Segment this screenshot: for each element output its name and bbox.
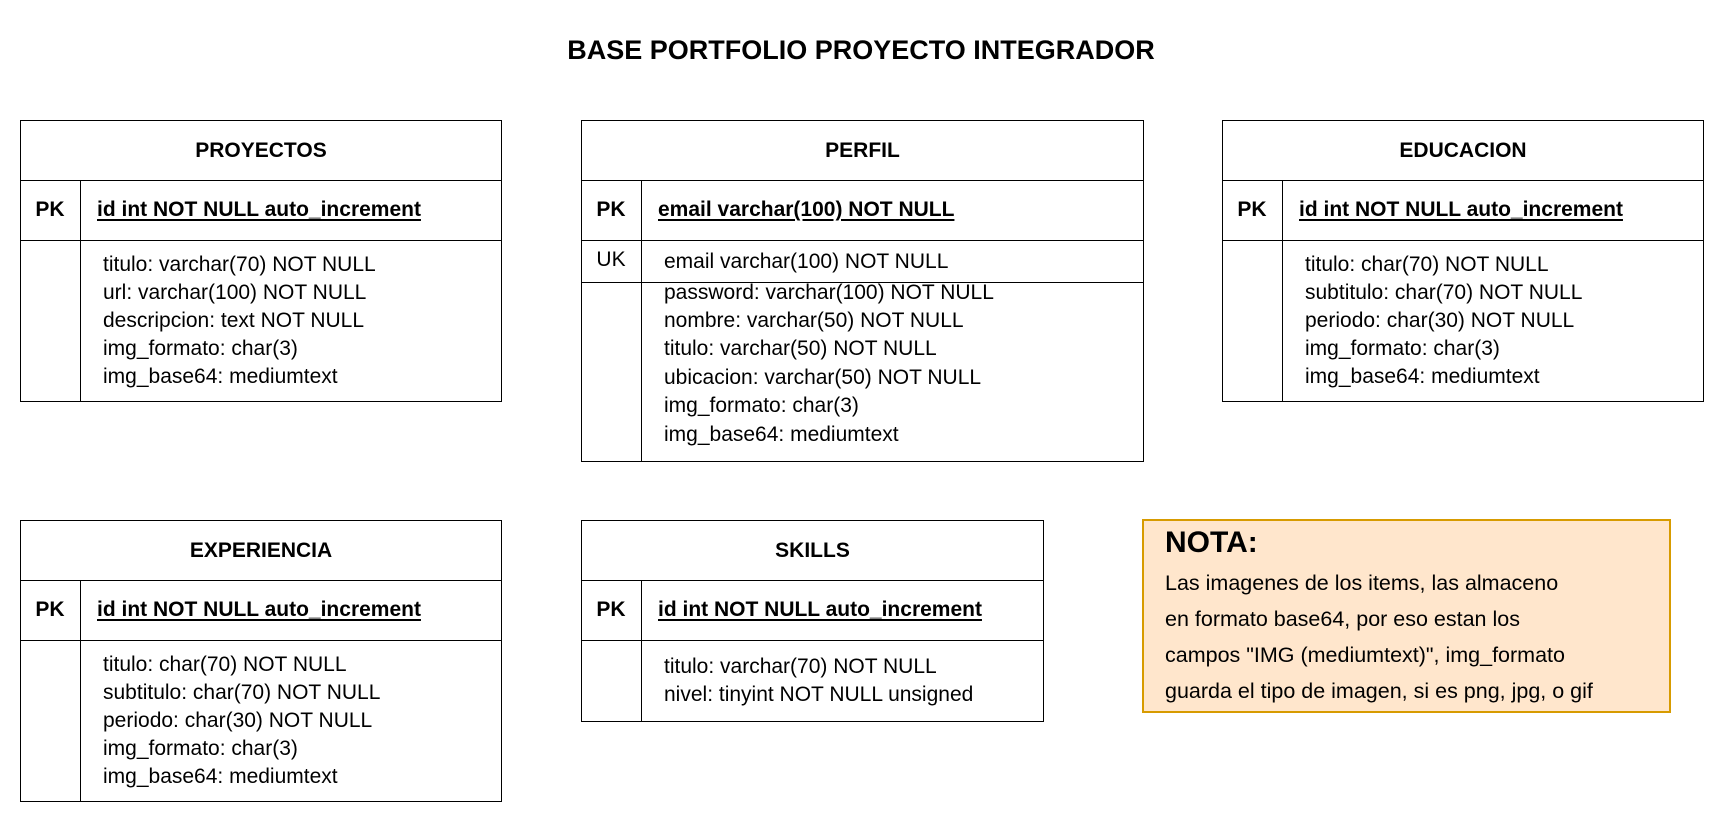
field: nivel: tinyint NOT NULL unsigned (664, 683, 974, 706)
uk-label: UK (596, 248, 626, 271)
entity-header: PROYECTOS (21, 121, 501, 181)
field: periodo: char(30) NOT NULL (103, 709, 373, 732)
pk-label: PK (596, 198, 626, 221)
pk-field: id int NOT NULL auto_increment (97, 598, 421, 621)
field: img_formato: char(3) (664, 394, 859, 417)
fields-row: password: varchar(100) NOT NULL nombre: … (582, 281, 1143, 461)
pk-label: PK (35, 598, 65, 621)
note-line: campos "IMG (mediumtext)", img_formato (1165, 643, 1565, 667)
pk-field: id int NOT NULL auto_increment (1299, 198, 1623, 221)
note-box: NOTA: Las imagenes de los items, las alm… (1142, 519, 1671, 713)
note-heading: NOTA: (1165, 526, 1258, 559)
field: subtitulo: char(70) NOT NULL (103, 681, 381, 704)
fields-row: titulo: varchar(70) NOT NULL url: varcha… (21, 241, 501, 401)
pk-row: PK id int NOT NULL auto_increment (21, 581, 501, 641)
note-line: Las imagenes de los items, las almaceno (1165, 571, 1559, 595)
fields-row: titulo: char(70) NOT NULL subtitulo: cha… (1223, 241, 1703, 401)
uk-field: email varchar(100) NOT NULL (664, 250, 949, 273)
field: periodo: char(30) NOT NULL (1305, 309, 1575, 332)
field: titulo: char(70) NOT NULL (103, 653, 347, 676)
pk-row: PK id int NOT NULL auto_increment (1223, 181, 1703, 241)
field: titulo: varchar(50) NOT NULL (664, 337, 937, 360)
field: titulo: varchar(70) NOT NULL (664, 655, 937, 678)
uk-row: UK email varchar(100) NOT NULL (582, 241, 1143, 283)
field: url: varchar(100) NOT NULL (103, 281, 367, 304)
field: img_base64: mediumtext (103, 365, 338, 388)
field: subtitulo: char(70) NOT NULL (1305, 281, 1583, 304)
entity-educacion: EDUCACION PK id int NOT NULL auto_increm… (1222, 120, 1704, 402)
entity-skills: SKILLS PK id int NOT NULL auto_increment… (581, 520, 1044, 722)
note-line: guarda el tipo de imagen, si es png, jpg… (1165, 679, 1593, 703)
field: img_base64: mediumtext (103, 765, 338, 788)
field: img_formato: char(3) (1305, 337, 1500, 360)
field: ubicacion: varchar(50) NOT NULL (664, 366, 982, 389)
field: password: varchar(100) NOT NULL (664, 281, 994, 304)
diagram-title: BASE PORTFOLIO PROYECTO INTEGRADOR (567, 35, 1155, 65)
field: img_formato: char(3) (103, 737, 298, 760)
field: img_formato: char(3) (103, 337, 298, 360)
pk-label: PK (1237, 198, 1267, 221)
field: descripcion: text NOT NULL (103, 309, 365, 332)
field: img_base64: mediumtext (664, 423, 899, 446)
fields-row: titulo: varchar(70) NOT NULL nivel: tiny… (582, 641, 1043, 721)
pk-label: PK (35, 198, 65, 221)
entity-perfil: PERFIL PK email varchar(100) NOT NULL UK… (581, 120, 1144, 462)
entity-header: PERFIL (582, 121, 1143, 181)
pk-field: id int NOT NULL auto_increment (97, 198, 421, 221)
pk-row: PK id int NOT NULL auto_increment (21, 181, 501, 241)
fields-row: titulo: char(70) NOT NULL subtitulo: cha… (21, 641, 501, 801)
pk-row: PK id int NOT NULL auto_increment (582, 581, 1043, 641)
entity-header: EXPERIENCIA (21, 521, 501, 581)
pk-row: PK email varchar(100) NOT NULL (582, 181, 1143, 241)
entity-experiencia: EXPERIENCIA PK id int NOT NULL auto_incr… (20, 520, 502, 802)
entity-header: SKILLS (582, 521, 1043, 581)
field: titulo: varchar(70) NOT NULL (103, 253, 376, 276)
entity-header: EDUCACION (1223, 121, 1703, 181)
pk-field: id int NOT NULL auto_increment (658, 598, 982, 621)
field: img_base64: mediumtext (1305, 365, 1540, 388)
field: nombre: varchar(50) NOT NULL (664, 309, 964, 332)
field: titulo: char(70) NOT NULL (1305, 253, 1549, 276)
pk-label: PK (596, 598, 626, 621)
entity-proyectos: PROYECTOS PK id int NOT NULL auto_increm… (20, 120, 502, 402)
note-line: en formato base64, por eso estan los (1165, 607, 1520, 631)
pk-field: email varchar(100) NOT NULL (658, 198, 955, 221)
